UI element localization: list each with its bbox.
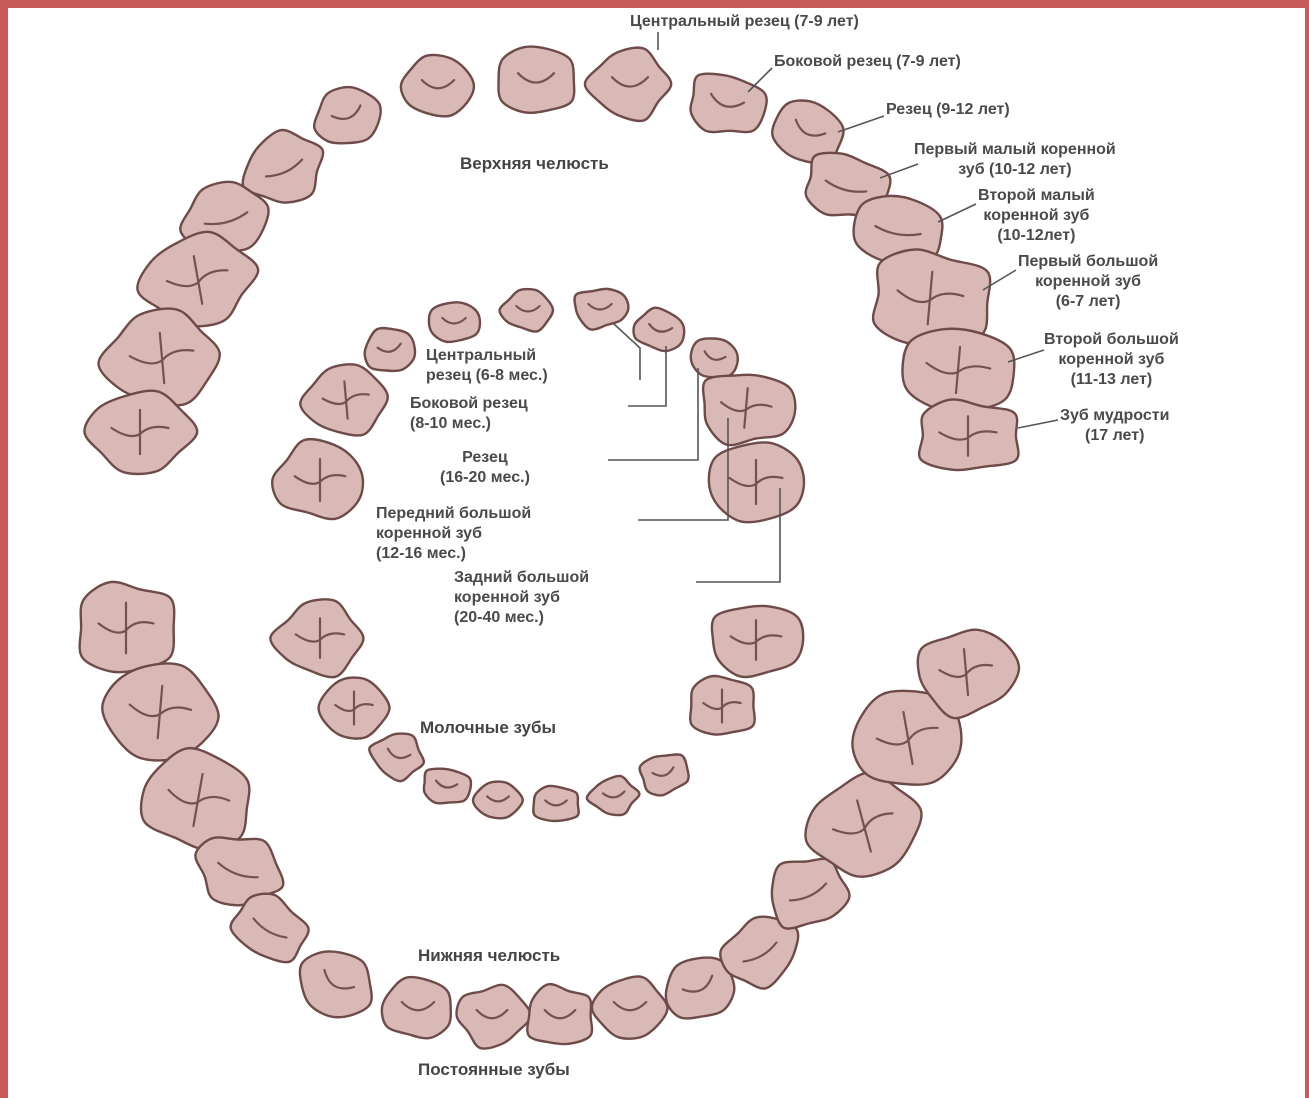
upper-primary-tooth-8-crown (703, 375, 795, 445)
upper-primary-tooth-2-crown (429, 302, 480, 342)
upper-primary-tooth-5 (634, 308, 685, 351)
leader-canine (838, 116, 884, 132)
label-first-molar: Первый большой коренной зуб (6-7 лет) (1018, 252, 1158, 312)
leader-wisdom-tooth (1018, 420, 1058, 428)
upper-permanent-tooth-5-crown (314, 87, 380, 143)
lower-primary-tooth-10 (640, 754, 689, 795)
label-primary-lateral-incisor: Боковой резец (8-10 мес.) (410, 394, 528, 434)
upper-primary-tooth-10 (709, 442, 804, 522)
lower-primary-tooth-9 (587, 776, 640, 815)
upper-permanent-tooth-16 (919, 399, 1018, 470)
lower-permanent-tooth-13-crown (772, 859, 850, 929)
lower-primary-tooth-7 (473, 782, 523, 819)
primary-teeth-heading: Молочные зубы (420, 718, 556, 738)
upper-primary-tooth-2 (429, 302, 480, 342)
lower-primary-tooth-1 (270, 599, 363, 677)
upper-primary-tooth-1 (365, 328, 415, 371)
lower-permanent-tooth-10 (592, 976, 668, 1038)
lower-permanent-tooth-9-crown (527, 984, 592, 1044)
lower-primary-tooth-3 (319, 678, 390, 739)
upper-primary-tooth-7 (300, 364, 387, 435)
upper-permanent-tooth-1-crown (401, 55, 474, 116)
label-primary-central-incisor: Центральный резец (6-8 мес.) (426, 346, 548, 386)
lower-permanent-tooth-7 (382, 977, 451, 1038)
upper-primary-tooth-5-crown (634, 308, 685, 351)
diagram-frame: Верхняя челюсть Молочные зубы Нижняя чел… (8, 8, 1305, 1098)
upper-permanent-tooth-7-crown (243, 130, 323, 203)
lower-permanent-tooth-3 (141, 748, 249, 850)
lower-permanent-tooth-10-crown (592, 976, 668, 1038)
lower-primary-tooth-6 (424, 769, 471, 804)
label-primary-first-molar: Передний большой коренной зуб (12-16 мес… (376, 504, 531, 564)
lower-permanent-tooth-9 (527, 984, 592, 1044)
lower-permanent-tooth-1 (80, 582, 175, 672)
upper-permanent-tooth-2-crown (498, 47, 574, 113)
label-wisdom-tooth: Зуб мудрости (17 лет) (1060, 406, 1169, 446)
lower-primary-tooth-4 (690, 676, 754, 735)
upper-primary-tooth-9 (272, 439, 363, 519)
lower-permanent-tooth-8 (457, 985, 531, 1049)
label-lateral-incisor: Боковой резец (7-9 лет) (774, 52, 961, 72)
upper-permanent-tooth-3 (585, 48, 671, 121)
upper-permanent-tooth-3-crown (585, 48, 671, 121)
upper-permanent-tooth-4 (691, 74, 767, 132)
permanent-teeth-heading: Постоянные зубы (418, 1060, 570, 1080)
upper-primary-tooth-8 (703, 375, 795, 445)
upper-permanent-tooth-1 (401, 55, 474, 116)
upper-permanent-tooth-2 (498, 47, 574, 113)
upper-primary-tooth-4 (575, 289, 629, 330)
lower-primary-tooth-8-crown (533, 786, 578, 821)
lower-primary-tooth-2 (712, 606, 803, 677)
lower-permanent-tooth-7-crown (382, 977, 451, 1038)
label-central-incisor: Центральный резец (7-9 лет) (630, 12, 859, 32)
lower-permanent-tooth-2 (102, 664, 218, 761)
lower-primary-tooth-8 (533, 786, 578, 821)
lower-primary-tooth-6-crown (424, 769, 471, 804)
upper-permanent-tooth-4-crown (691, 74, 767, 132)
lower-permanent-tooth-6 (300, 952, 372, 1018)
upper-permanent-tooth-7 (243, 130, 323, 203)
leader-primary-lateral (628, 346, 666, 406)
label-second-premolar: Второй малый коренной зуб (10-12лет) (978, 186, 1095, 246)
lower-primary-tooth-1-crown (270, 599, 363, 677)
label-second-molar: Второй большой коренной зуб (11-13 лет) (1044, 330, 1179, 390)
label-canine: Резец (9-12 лет) (886, 100, 1010, 120)
label-primary-canine: Резец (16-20 мес.) (440, 448, 530, 488)
upper-primary-tooth-9-crown (272, 439, 363, 519)
label-first-premolar: Первый малый коренной зуб (10-12 лет) (914, 140, 1116, 180)
upper-permanent-tooth-12 (873, 249, 990, 343)
lower-permanent-tooth-8-crown (457, 985, 531, 1049)
leader-primary-canine (608, 368, 698, 460)
lower-primary-tooth-9-crown (587, 776, 640, 815)
lower-primary-tooth-5 (369, 734, 424, 782)
upper-primary-tooth-3 (500, 289, 553, 332)
lower-permanent-tooth-13 (772, 859, 850, 929)
leader-second-premolar (938, 204, 976, 222)
upper-permanent-tooth-12-crown (873, 249, 990, 343)
upper-jaw-heading: Верхняя челюсть (460, 154, 609, 174)
lower-primary-tooth-7-crown (473, 782, 523, 819)
lower-permanent-tooth-6-crown (300, 952, 372, 1018)
lower-jaw-heading: Нижняя челюсть (418, 946, 560, 966)
label-primary-second-molar: Задний большой коренной зуб (20-40 мес.) (454, 568, 589, 628)
upper-primary-tooth-1-crown (365, 328, 415, 371)
upper-permanent-tooth-5 (314, 87, 380, 143)
lower-permanent-tooth-3-crown (141, 748, 249, 850)
teeth-layer (80, 47, 1019, 1049)
upper-primary-tooth-7-crown (300, 364, 387, 435)
